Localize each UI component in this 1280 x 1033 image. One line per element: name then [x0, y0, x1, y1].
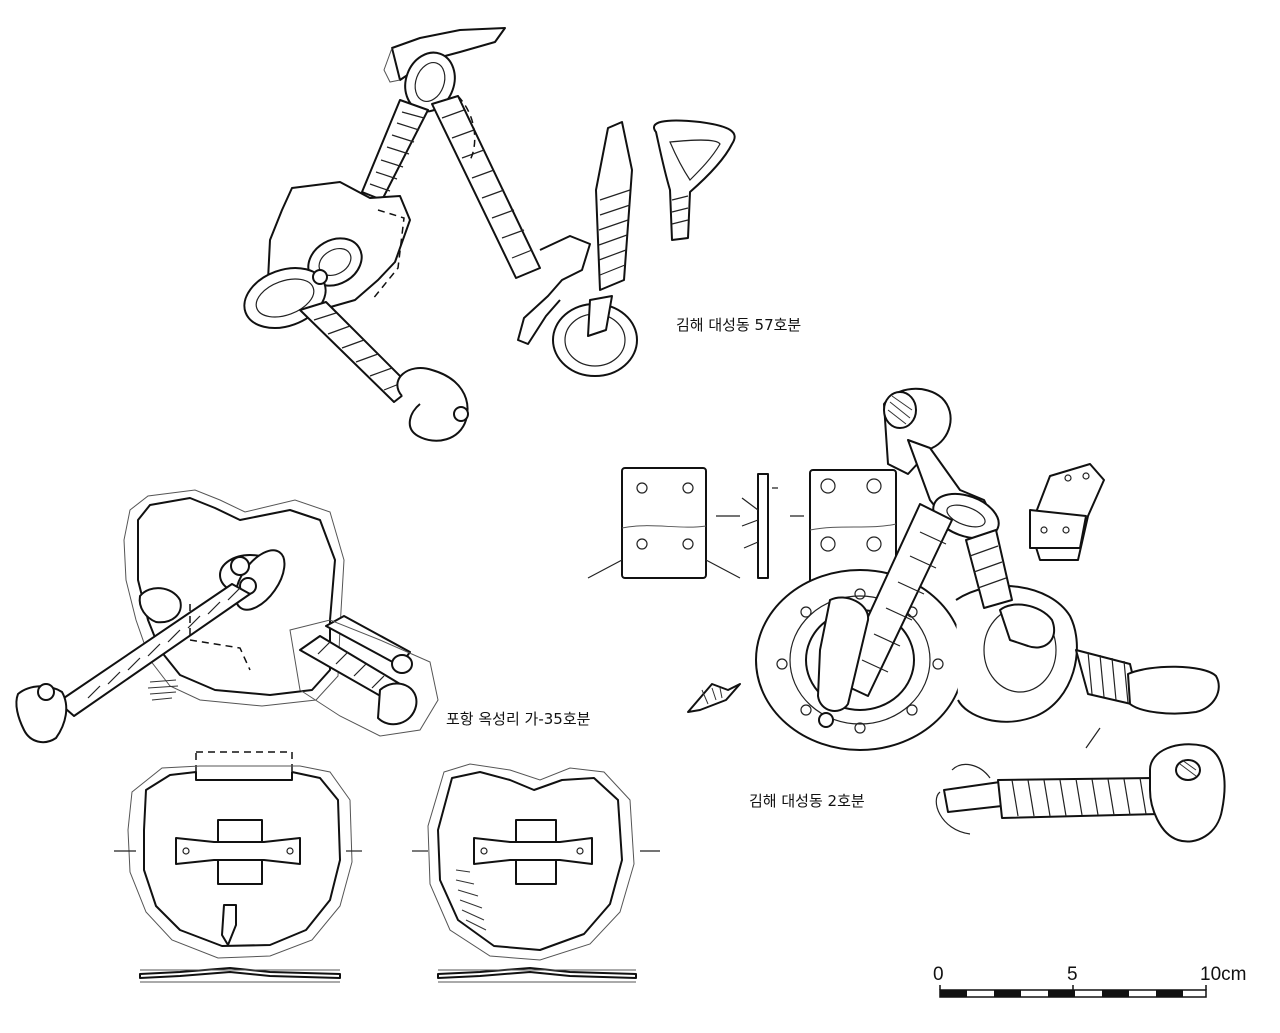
- caption-pohang-35: 포항 옥성리 가-35호분: [446, 710, 591, 728]
- bit-drawing-pohang-35: [15, 489, 660, 983]
- scale-bar: [939, 985, 1207, 998]
- caption-gimhae-2: 김해 대성동 2호분: [749, 792, 865, 810]
- caption-gimhae-57: 김해 대성동 57호분: [676, 316, 802, 334]
- scale-label-10cm: 10cm: [1200, 964, 1247, 985]
- scale-label-0: 0: [933, 964, 944, 985]
- bit-drawing-gimhae-2: [587, 387, 1226, 843]
- scale-label-5: 5: [1067, 964, 1078, 985]
- bit-drawing-gimhae-57: [243, 27, 736, 442]
